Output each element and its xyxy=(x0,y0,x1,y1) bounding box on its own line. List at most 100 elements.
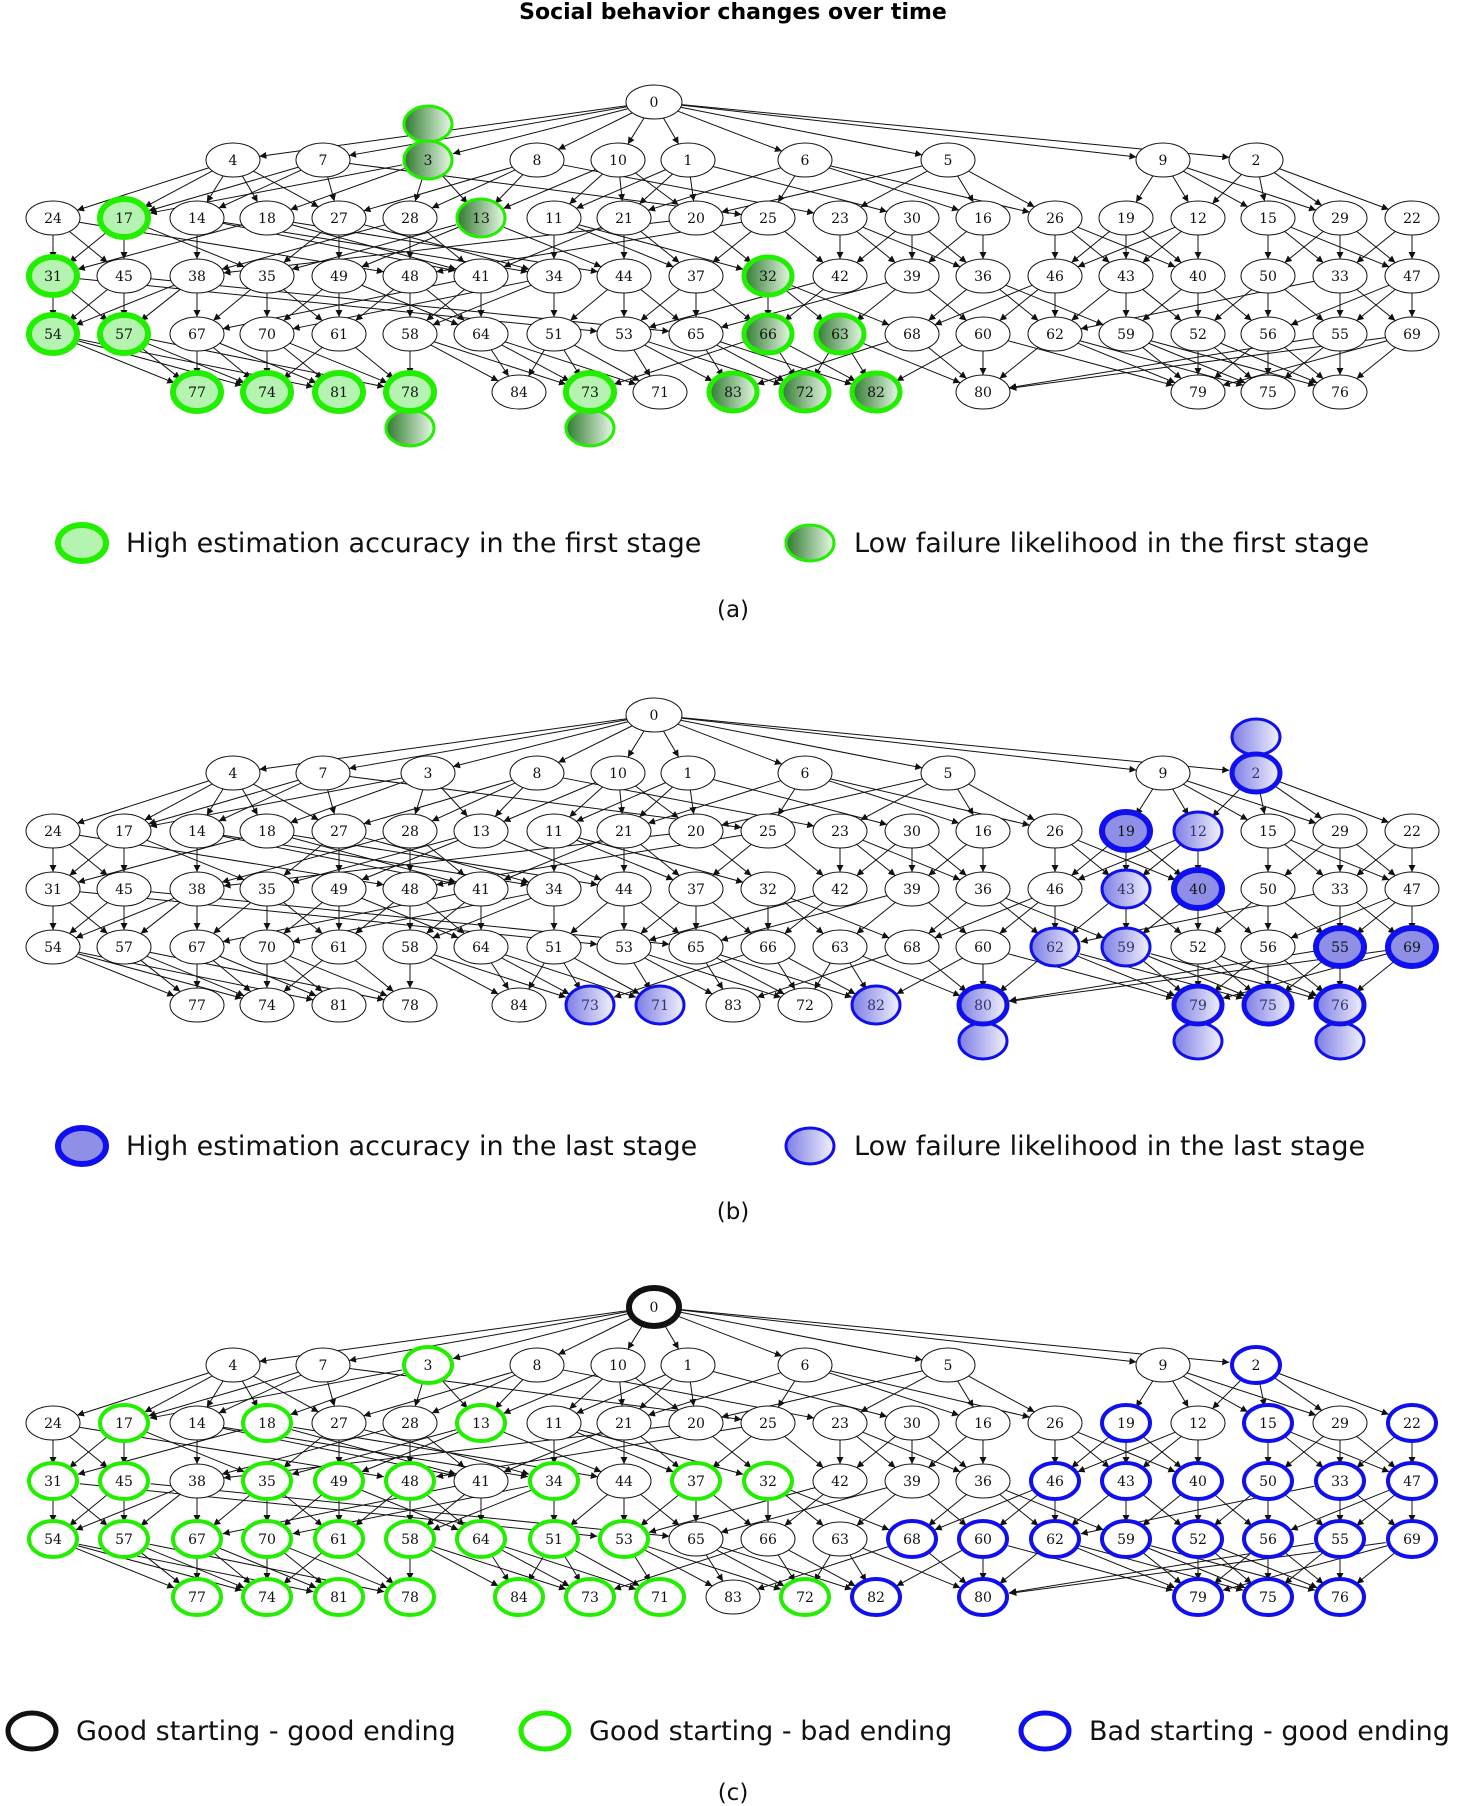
edge-68-80 xyxy=(928,960,967,992)
node-shape xyxy=(1240,200,1296,236)
node-label: 33 xyxy=(1331,882,1349,898)
node-shape xyxy=(668,200,724,236)
low-failure-marker-78 xyxy=(384,408,436,448)
edge-9-15 xyxy=(1183,170,1248,208)
edge-50-55 xyxy=(1284,902,1324,934)
node-label: 3 xyxy=(424,1358,433,1374)
node-75: 75 xyxy=(1240,374,1296,410)
node-label: 82 xyxy=(867,1590,885,1606)
low-failure-marker-79 xyxy=(1172,1021,1224,1061)
node-label: 14 xyxy=(188,211,206,227)
node-label: 58 xyxy=(401,327,419,343)
edge-25-37 xyxy=(712,844,752,876)
node-label: 83 xyxy=(724,1590,742,1606)
node-label: 4 xyxy=(229,1358,238,1374)
node-shape xyxy=(563,370,617,414)
node-label: 19 xyxy=(1117,1416,1135,1432)
edge-53-71 xyxy=(633,1554,651,1582)
edge-28-38 xyxy=(221,224,386,271)
node-label: 7 xyxy=(319,766,328,782)
edge-45-54 xyxy=(69,1494,108,1526)
node-label: 47 xyxy=(1403,1474,1421,1490)
node-shape xyxy=(526,813,582,849)
node-shape xyxy=(509,1347,565,1383)
edge-61-74 xyxy=(283,960,323,992)
edge-0-3 xyxy=(452,1313,629,1361)
edge-40-59 xyxy=(1142,902,1182,934)
node-shape xyxy=(955,813,1011,849)
node-shape xyxy=(670,1461,722,1501)
node-46: 46 xyxy=(1029,1461,1081,1501)
node-shape xyxy=(596,1405,652,1441)
node-label: 31 xyxy=(44,1474,62,1490)
edge-8-27 xyxy=(363,1371,513,1418)
node-20: 20 xyxy=(668,200,724,236)
node-19: 19 xyxy=(1100,1403,1152,1443)
edge-9-12 xyxy=(1172,788,1189,816)
node-24: 24 xyxy=(25,1405,81,1441)
edge-47-55 xyxy=(1356,1494,1396,1526)
edge-58-84 xyxy=(430,957,499,995)
edge-20-38 xyxy=(223,1425,670,1481)
node-36: 36 xyxy=(955,258,1011,294)
node-label: 61 xyxy=(330,1532,348,1548)
node-shape xyxy=(98,1403,150,1443)
node-label: 42 xyxy=(831,1474,849,1490)
node-label: 81 xyxy=(330,385,348,401)
node-shape xyxy=(596,871,652,907)
node-label: 76 xyxy=(1331,385,1349,401)
edge-8-28 xyxy=(431,782,516,822)
node-77: 77 xyxy=(171,1577,223,1617)
node-label: 55 xyxy=(1331,327,1349,343)
node-label: 79 xyxy=(1189,1590,1207,1606)
edge-8-13 xyxy=(494,1379,524,1409)
legend-item-bg: Bad starting - good ending xyxy=(1018,1710,1450,1752)
node-label: 62 xyxy=(1046,327,1064,343)
edge-3-18 xyxy=(290,780,405,824)
node-label: 64 xyxy=(472,1532,490,1548)
edge-66-72 xyxy=(777,1554,796,1582)
node-label: 5 xyxy=(944,766,953,782)
node-shape xyxy=(382,1405,438,1441)
node-label: 65 xyxy=(687,327,705,343)
edge-56-79 xyxy=(1214,1552,1252,1584)
node-38: 38 xyxy=(169,871,225,907)
node-shape xyxy=(920,142,976,178)
edge-9-12 xyxy=(1172,175,1189,203)
edge-51-73 xyxy=(563,1554,581,1582)
edge-39-63 xyxy=(856,1494,896,1526)
node-label: 83 xyxy=(724,385,742,401)
node-shape xyxy=(526,258,582,294)
node-15: 15 xyxy=(1242,1403,1294,1443)
node-shape xyxy=(777,755,833,791)
edge-57-74 xyxy=(146,342,245,384)
edge-6-21 xyxy=(647,167,782,212)
node-60: 60 xyxy=(955,929,1011,965)
node-11: 11 xyxy=(526,200,582,236)
edge-8-13 xyxy=(494,787,524,817)
node-24: 24 xyxy=(25,813,81,849)
edge-0-2 xyxy=(681,1309,1230,1366)
edge-10-13 xyxy=(503,169,596,210)
node-56: 56 xyxy=(1240,316,1296,352)
node-23: 23 xyxy=(812,1405,868,1441)
node-label: 79 xyxy=(1189,998,1207,1014)
edge-38-57 xyxy=(140,1493,181,1527)
node-shape xyxy=(96,813,152,849)
edge-51-71 xyxy=(574,957,640,995)
node-shape xyxy=(1027,813,1083,849)
edge-53-71 xyxy=(633,962,651,990)
node-label: 81 xyxy=(330,1590,348,1606)
edge-group xyxy=(49,104,1416,391)
node-58: 58 xyxy=(384,1519,436,1559)
node-label: 25 xyxy=(759,824,777,840)
edge-2-29 xyxy=(1273,785,1323,819)
edge-18-31 xyxy=(77,837,243,884)
node-12: 12 xyxy=(1170,200,1226,236)
edge-7-14 xyxy=(218,1374,302,1414)
node-label: 5 xyxy=(944,153,953,169)
edge-61-78 xyxy=(355,960,394,992)
node-label: 46 xyxy=(1046,1474,1064,1490)
node-shape xyxy=(706,370,760,414)
edge-25-42 xyxy=(784,844,824,876)
